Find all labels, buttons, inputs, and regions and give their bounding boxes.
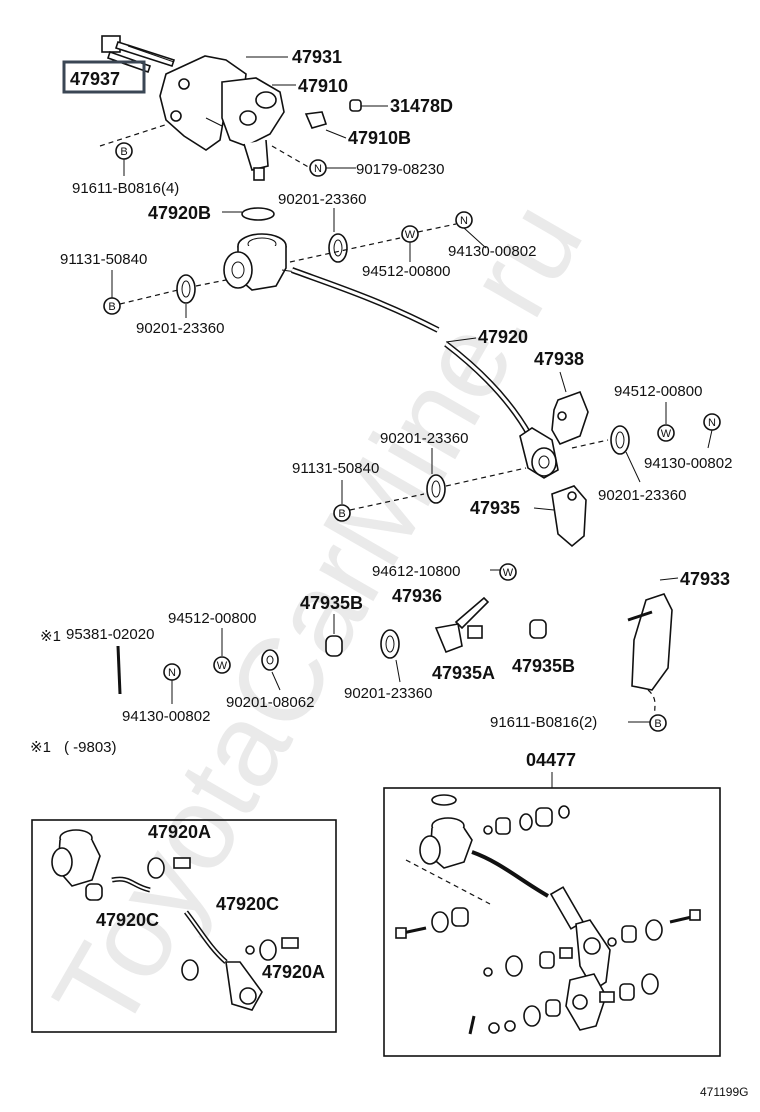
bushing-47935B-b-drawing [529, 619, 547, 639]
label-47933[interactable]: 47933 [680, 569, 730, 589]
label-90201-23360-c[interactable]: 90201-23360 [598, 487, 686, 504]
gasket-90201-d [426, 474, 446, 504]
label-47910B[interactable]: 47910B [348, 128, 411, 148]
circle-B-letter: B [120, 146, 127, 158]
bracket-47938-drawing [551, 390, 589, 446]
inset-box-left [31, 819, 337, 1033]
gasket-90201-f [380, 629, 400, 659]
label-47920B[interactable]: 47920B [148, 203, 211, 223]
label-47936[interactable]: 47936 [392, 586, 442, 606]
label-47937[interactable]: 47937 [70, 69, 120, 89]
label-90201-23360-d[interactable]: 90201-23360 [380, 430, 468, 447]
cylinder-47920-drawing [223, 233, 297, 291]
gasket-90201-c [610, 425, 630, 455]
bushing-47935B-a-drawing [325, 635, 343, 657]
label-94612-10800[interactable]: 94612-10800 [372, 563, 460, 580]
label-04477[interactable]: 04477 [526, 750, 576, 770]
circle-N-letter-b: N [708, 417, 716, 429]
circle-B-letter-c: B [338, 508, 345, 520]
inset-right-drawing [395, 794, 701, 1035]
highlight-box-47937 [62, 60, 146, 94]
circle-B-marker-c [333, 504, 351, 522]
label-94512-00800-b[interactable]: 94512-00800 [614, 383, 702, 400]
circle-B-letter-d: B [654, 718, 661, 730]
circle-W-letter-c: W [503, 567, 514, 579]
note-9803: ( -9803) [64, 739, 117, 756]
label-90201-23360-b[interactable]: 90201-23360 [136, 320, 224, 337]
label-90201-23360-a[interactable]: 90201-23360 [278, 191, 366, 208]
diagram-code: 471199G [700, 1085, 749, 1099]
label-47935B-a[interactable]: 47935B [300, 593, 363, 613]
circle-N-letter-c: N [168, 667, 176, 679]
gasket-90201-b [176, 274, 196, 304]
label-91611-B0816-4[interactable]: 91611-B0816(4) [72, 180, 179, 197]
label-90201-23360-f[interactable]: 90201-23360 [344, 685, 432, 702]
label-47920[interactable]: 47920 [478, 327, 528, 347]
bolt-47937-drawing [101, 35, 176, 74]
circle-W-marker-b [657, 424, 675, 442]
label-91611-B0816-2[interactable]: 91611-B0816(2) [490, 714, 597, 731]
circle-W-letter-b: W [661, 428, 672, 440]
circle-W-marker-d [213, 656, 231, 674]
inset-box-right [383, 787, 721, 1057]
circle-W-marker-c [499, 563, 517, 581]
cylinder-47920-lower-drawing [519, 427, 559, 479]
circle-N-letter: N [314, 163, 322, 175]
label-47920A-b[interactable]: 47920A [262, 962, 325, 982]
note-mark-2: ※1 [30, 739, 51, 756]
label-91131-50840-a[interactable]: 91131-50840 [60, 251, 147, 268]
circle-B-marker-d [649, 714, 667, 732]
sleeve-47935A-drawing [434, 623, 463, 654]
bracket-47935-drawing [551, 485, 587, 548]
circle-B-marker-b [103, 297, 121, 315]
gasket-90201-a [328, 233, 348, 263]
label-47935A[interactable]: 47935A [432, 663, 495, 683]
circle-W-letter-d: W [217, 660, 228, 672]
inset-left-drawing [51, 829, 299, 1011]
label-94130-00802-c[interactable]: 94130-00802 [122, 708, 210, 725]
label-47935[interactable]: 47935 [470, 498, 520, 518]
washer-90201-08062 [261, 649, 279, 671]
circle-B-letter-b: B [108, 301, 115, 313]
fitting-47910B-drawing [304, 111, 328, 129]
bolt-47936-drawing [454, 596, 490, 630]
label-47910[interactable]: 47910 [298, 76, 348, 96]
circle-W-letter-a: W [405, 229, 416, 241]
cap-47920B-drawing [241, 207, 275, 221]
label-47920A-a[interactable]: 47920A [148, 822, 211, 842]
bracket-47933-drawing [627, 593, 673, 691]
label-47920C-a[interactable]: 47920C [96, 910, 159, 930]
label-31478D[interactable]: 31478D [390, 96, 453, 116]
label-47935B-b[interactable]: 47935B [512, 656, 575, 676]
label-94512-00800-a[interactable]: 94512-00800 [362, 263, 450, 280]
label-47931[interactable]: 47931 [292, 47, 342, 67]
label-94130-00802-a[interactable]: 94130-00802 [448, 243, 536, 260]
label-94130-00802-b[interactable]: 94130-00802 [644, 455, 732, 472]
plug-31478D-drawing [349, 99, 362, 112]
label-90179-08230[interactable]: 90179-08230 [356, 161, 444, 178]
label-91131-50840-b[interactable]: 91131-50840 [292, 460, 379, 477]
label-94512-00800-c[interactable]: 94512-00800 [168, 610, 256, 627]
label-47938[interactable]: 47938 [534, 349, 584, 369]
label-47920C-b[interactable]: 47920C [216, 894, 279, 914]
label-90201-08062[interactable]: 90201-08062 [226, 694, 314, 711]
label-95381-02020[interactable]: 95381-02020 [66, 626, 154, 643]
note-mark-1: ※1 [40, 628, 61, 645]
circle-N-letter-a: N [460, 215, 468, 227]
valve-body-47910-drawing [159, 55, 285, 181]
